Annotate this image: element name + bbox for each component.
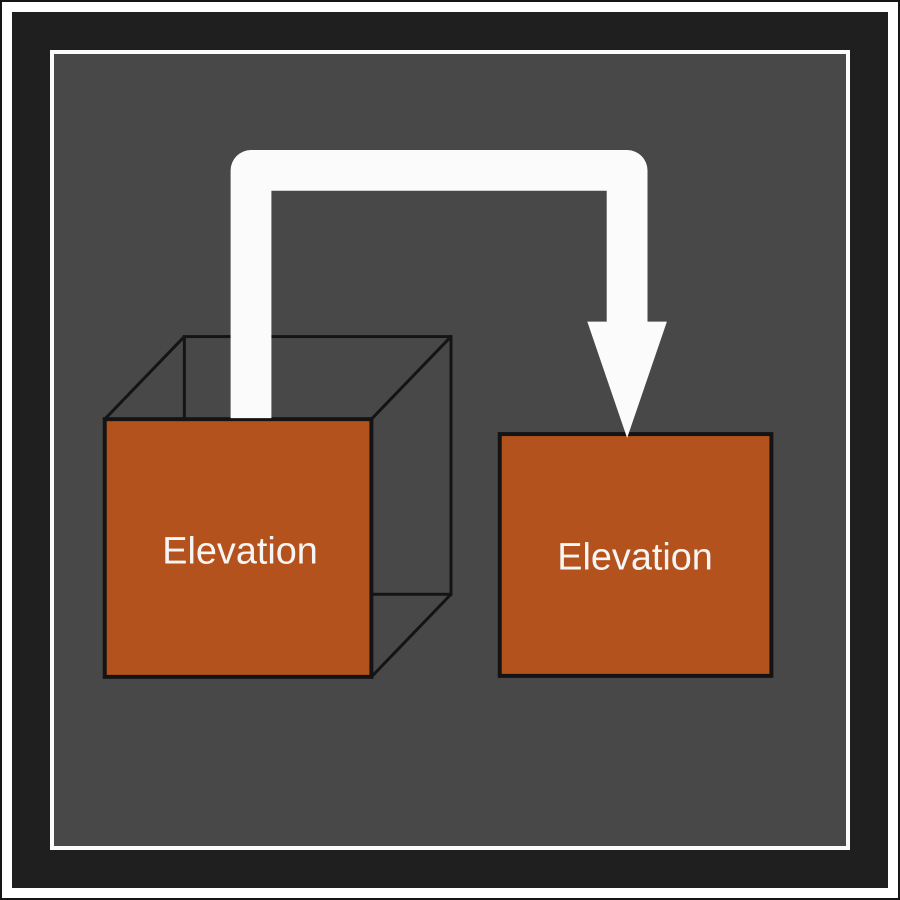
right-elevation-face [497,432,774,678]
slide-canvas: Elevation Elevation [50,50,850,850]
right-elevation-label: Elevation [557,536,713,578]
left-elevation-label: Elevation [162,530,318,572]
left-elevation-box: Elevation [102,417,374,679]
right-elevation-box: Elevation [497,432,774,678]
cube-edge-top-right [370,335,453,421]
flow-arrow-head [587,321,667,439]
cube-edge-top-left [103,335,186,421]
flow-arrow-shaft [230,150,648,419]
cube-edge-bottom-right [370,593,453,678]
left-elevation-face [102,417,374,679]
flow-arrow [230,150,667,439]
diagram: Elevation Elevation [102,150,774,679]
